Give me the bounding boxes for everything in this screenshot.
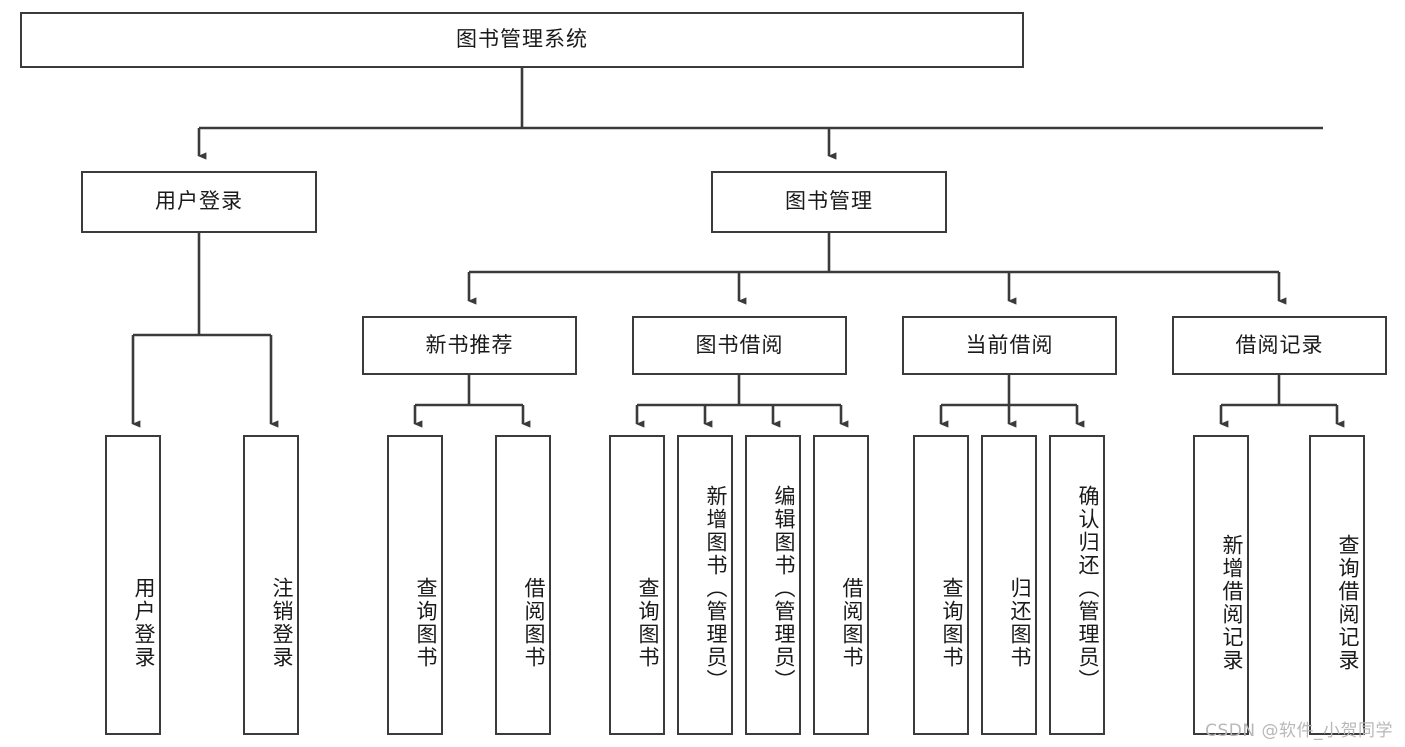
node-label: 注销登录: [270, 577, 294, 669]
csdn-watermark: CSDN @软件_小贺同学: [1205, 721, 1393, 741]
node-label: 确认归还（管理员）: [1076, 484, 1100, 692]
leaf-borrow-record-add[interactable]: 新增借阅记录: [1193, 435, 1249, 735]
leaf-new-book-borrow[interactable]: 借阅图书: [495, 435, 551, 735]
node-label: 归还图书: [1008, 577, 1032, 669]
node-root-system[interactable]: 图书管理系统: [20, 12, 1024, 68]
node-label: 新增借阅记录: [1220, 534, 1244, 672]
leaf-current-borrow-query[interactable]: 查询图书: [913, 435, 969, 735]
node-label: 查询图书: [636, 577, 660, 669]
node-label: 借阅记录: [1235, 332, 1324, 357]
leaf-user-login-logout[interactable]: 注销登录: [243, 435, 299, 735]
node-label: 查询借阅记录: [1336, 534, 1360, 672]
node-label: 用户登录: [132, 577, 156, 669]
node-label: 图书管理: [785, 189, 873, 214]
node-label: 编辑图书（管理员）: [772, 484, 796, 692]
node-label: 图书管理系统: [456, 27, 588, 52]
leaf-current-borrow-return[interactable]: 归还图书: [981, 435, 1037, 735]
node-label: 查询图书: [940, 577, 964, 669]
leaf-user-login-login[interactable]: 用户登录: [105, 435, 161, 735]
leaf-borrow-record-query[interactable]: 查询借阅记录: [1309, 435, 1365, 735]
node-label: 当前借阅: [965, 332, 1054, 357]
node-label: 查询图书: [414, 577, 438, 669]
leaf-new-book-query[interactable]: 查询图书: [387, 435, 443, 735]
leaf-book-borrow-query[interactable]: 查询图书: [609, 435, 665, 735]
node-label: 图书借阅: [695, 332, 784, 357]
node-user-login[interactable]: 用户登录: [81, 171, 317, 233]
node-current-borrow[interactable]: 当前借阅: [902, 316, 1117, 375]
node-label: 用户登录: [155, 189, 243, 214]
node-borrow-record[interactable]: 借阅记录: [1172, 316, 1387, 375]
leaf-book-borrow-borrow[interactable]: 借阅图书: [813, 435, 869, 735]
node-book-borrow[interactable]: 图书借阅: [632, 316, 847, 375]
node-label: 借阅图书: [840, 577, 864, 669]
leaf-book-borrow-edit[interactable]: 编辑图书（管理员）: [745, 435, 801, 735]
node-book-management[interactable]: 图书管理: [711, 171, 947, 233]
node-new-book-recommend[interactable]: 新书推荐: [362, 316, 577, 375]
leaf-book-borrow-add[interactable]: 新增图书（管理员）: [677, 435, 733, 735]
node-label: 新增图书（管理员）: [704, 484, 728, 692]
node-label: 新书推荐: [425, 332, 514, 357]
leaf-current-borrow-confirm-return[interactable]: 确认归还（管理员）: [1049, 435, 1105, 735]
node-label: 借阅图书: [522, 577, 546, 669]
